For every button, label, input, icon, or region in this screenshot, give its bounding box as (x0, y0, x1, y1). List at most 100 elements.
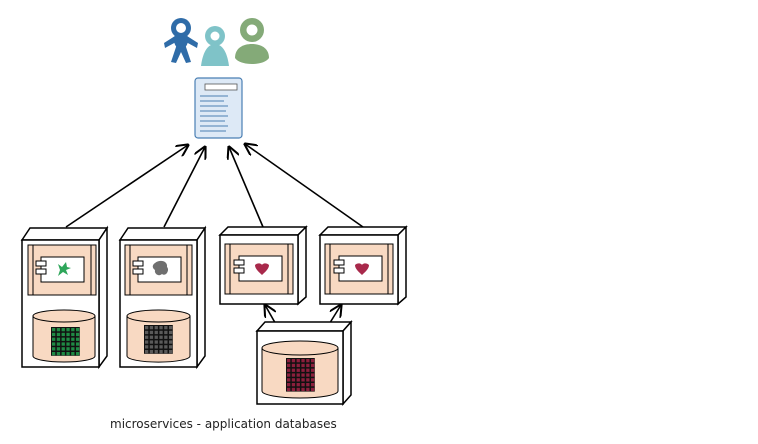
grid-cell (306, 363, 310, 368)
grid-cell (52, 328, 56, 332)
grid-cell (164, 330, 168, 335)
grid-cell (66, 328, 70, 332)
grid-icon (144, 325, 173, 354)
grid-cell (169, 326, 173, 330)
grid-cell (311, 368, 315, 372)
grid-cell (164, 350, 168, 354)
diagram-caption: microservices - application databases (110, 417, 337, 431)
grid-cell (164, 335, 168, 339)
grid-cell (287, 359, 291, 363)
grid-cell (149, 326, 154, 330)
grid-background (144, 325, 173, 354)
grid-cell (76, 332, 80, 337)
grid-cell (301, 378, 305, 382)
grid-cell (154, 345, 158, 349)
grid-cell (145, 326, 149, 330)
grid-cell (71, 328, 75, 332)
grid-cell (71, 352, 75, 356)
grid-cell (296, 368, 300, 372)
grid-cell (306, 368, 310, 372)
grid-cell (301, 373, 305, 377)
grid-cell (71, 332, 75, 337)
grid-cell (52, 352, 56, 356)
grid-cell (145, 330, 149, 335)
grid-cell (306, 359, 310, 363)
grid-cell (301, 383, 305, 387)
document-icon (194, 77, 243, 139)
grid-cell (56, 347, 61, 351)
grid-cell (61, 352, 65, 356)
grid-cell (145, 350, 149, 354)
grid-cell (291, 378, 296, 382)
grid-cell (149, 350, 154, 354)
grid-cell (56, 352, 61, 356)
grid-cell (56, 342, 61, 346)
users-group (164, 18, 269, 66)
grid-cell (296, 378, 300, 382)
service-1-container (20, 225, 109, 370)
grid-cell (159, 326, 163, 330)
grid-cell (145, 335, 149, 339)
person-icon (235, 18, 269, 64)
person-icon (201, 26, 229, 66)
component-box (324, 243, 394, 295)
grid-cell (66, 347, 70, 351)
red-heart-icon (355, 263, 369, 275)
grid-cell (311, 359, 315, 363)
grid-cell (291, 363, 296, 368)
grid-cell (66, 332, 70, 337)
grid-cell (164, 345, 168, 349)
grid-cell (159, 350, 163, 354)
grid-cell (296, 383, 300, 387)
grid-cell (311, 378, 315, 382)
person-star-icon (164, 18, 198, 63)
grid-cell (145, 345, 149, 349)
grid-cell (311, 363, 315, 368)
grid-cell (164, 326, 168, 330)
grid-cell (296, 363, 300, 368)
grid-cell (159, 335, 163, 339)
grid-cell (154, 340, 158, 344)
grid-cell (296, 373, 300, 377)
grid-cell (306, 378, 310, 382)
grid-cell (154, 330, 158, 335)
grid-cell (306, 373, 310, 377)
grid-cell (301, 359, 305, 363)
grid-cell (56, 337, 61, 341)
grid-cell (301, 368, 305, 372)
grid-background (286, 358, 315, 392)
grid-cell (287, 387, 291, 392)
component-box (124, 244, 193, 296)
grid-cell (296, 359, 300, 363)
grid-cell (301, 363, 305, 368)
grid-cell (311, 387, 315, 392)
grid-cell (61, 328, 65, 332)
edge-service1-document (65, 145, 188, 228)
grid-cell (149, 330, 154, 335)
grid-cell (296, 387, 300, 392)
grid-cell (159, 340, 163, 344)
grid-cell (311, 373, 315, 377)
grid-icon (286, 358, 315, 392)
grid-cell (71, 342, 75, 346)
grid-cell (287, 383, 291, 387)
grid-cell (61, 332, 65, 337)
grid-cell (301, 387, 305, 392)
grid-cell (287, 378, 291, 382)
grid-cell (56, 332, 61, 337)
grid-cell (291, 368, 296, 372)
grid-cell (164, 340, 168, 344)
grid-cell (154, 335, 158, 339)
grid-cell (76, 347, 80, 351)
grid-cell (149, 345, 154, 349)
grid-cell (52, 342, 56, 346)
grid-cell (159, 330, 163, 335)
service-3-container (218, 225, 308, 306)
grid-icon (51, 327, 80, 356)
grid-cell (71, 347, 75, 351)
grid-cell (287, 363, 291, 368)
grid-cell (56, 328, 61, 332)
grid-cell (169, 345, 173, 349)
grid-cell (76, 342, 80, 346)
